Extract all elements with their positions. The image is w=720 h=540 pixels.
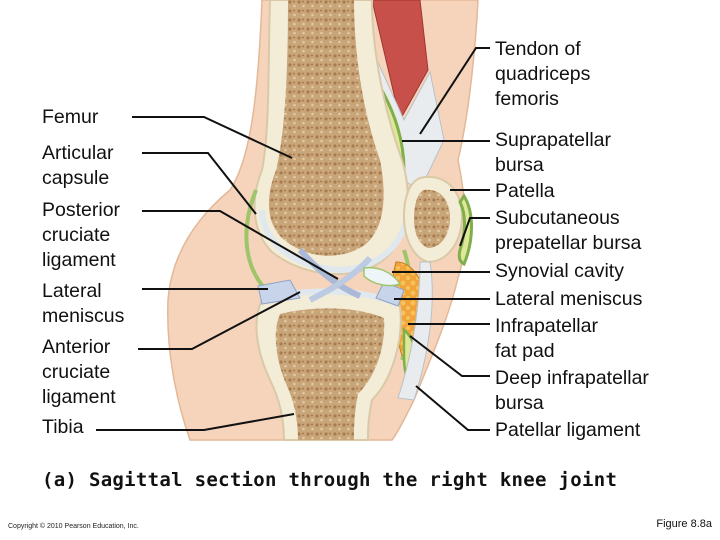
- label-line: ligament: [42, 386, 116, 408]
- label-line: Subcutaneous: [495, 207, 620, 229]
- tibia-spongy: [275, 308, 385, 440]
- anterior-cruciate-shape: [308, 255, 373, 303]
- label-line: Suprapatellar: [495, 129, 611, 151]
- label-line: Patella: [495, 180, 555, 202]
- label-line: quadriceps: [495, 63, 591, 85]
- label-line: Deep infrapatellar: [495, 367, 649, 389]
- label-line: Patellar ligament: [495, 419, 641, 441]
- label-line: bursa: [495, 392, 544, 414]
- label-deep-infrapatellar-bursa: Deep infrapatellar bursa: [495, 366, 649, 416]
- label-line: cruciate: [42, 224, 111, 246]
- posterior-cruciate-shape: [297, 247, 362, 299]
- label-line: Tibia: [42, 416, 84, 438]
- leader-anterior-cruciate: [138, 291, 301, 350]
- label-tendon-of-quadriceps-femoris: Tendon of quadriceps femoris: [495, 37, 590, 112]
- label-synovial-cavity: Synovial cavity: [495, 259, 624, 284]
- leader-tendon-quadriceps: [419, 47, 490, 135]
- leader-prepatellar-bursa: [459, 217, 490, 247]
- synovial-cavity-shape: [363, 266, 402, 287]
- label-posterior-cruciate-ligament: Posterior cruciate ligament: [42, 198, 120, 273]
- label-lateral-meniscus-left: Lateral meniscus: [42, 279, 124, 329]
- label-lateral-meniscus-right: Lateral meniscus: [495, 287, 642, 312]
- label-line: ligament: [42, 249, 116, 271]
- label-line: capsule: [42, 167, 110, 189]
- leader-posterior-cruciate: [142, 210, 339, 280]
- label-line: prepatellar bursa: [495, 232, 642, 254]
- label-articular-capsule: Articular capsule: [42, 141, 114, 191]
- label-line: Synovial cavity: [495, 260, 624, 282]
- copyright-notice: Copyright © 2010 Pearson Education, Inc.: [8, 523, 139, 530]
- label-line: Lateral meniscus: [495, 288, 643, 310]
- label-femur: Femur: [42, 105, 98, 130]
- label-patellar-ligament: Patellar ligament: [495, 418, 640, 443]
- label-anterior-cruciate-ligament: Anterior cruciate ligament: [42, 335, 116, 410]
- label-line: Posterior: [42, 199, 121, 221]
- figure-caption: (a) Sagittal section through the right k…: [42, 469, 618, 491]
- leader-patellar-ligament: [415, 385, 490, 431]
- leader-femur: [132, 116, 293, 159]
- label-line: Anterior: [42, 336, 111, 358]
- leader-lines: [96, 47, 490, 431]
- leader-articular-capsule: [142, 152, 257, 215]
- label-line: Articular: [42, 142, 114, 164]
- leader-tibia: [96, 413, 295, 431]
- femoral-cartilage: [259, 209, 411, 274]
- label-line: Femur: [42, 106, 99, 128]
- label-line: Lateral: [42, 280, 102, 302]
- label-subcutaneous-prepatellar-bursa: Subcutaneous prepatellar bursa: [495, 206, 641, 256]
- label-suprapatellar-bursa: Suprapatellar bursa: [495, 128, 611, 178]
- label-line: Infrapatellar: [495, 315, 598, 337]
- femur-spongy: [268, 0, 384, 256]
- label-line: Tendon of: [495, 38, 581, 60]
- quadriceps-muscle: [371, 0, 429, 122]
- patella-spongy: [414, 189, 450, 248]
- patellar-ligament: [397, 261, 433, 401]
- label-patella: Patella: [495, 179, 555, 204]
- label-line: bursa: [495, 154, 544, 176]
- label-infrapatellar-fat-pad: Infrapatellar fat pad: [495, 314, 598, 364]
- leader-deep-infrapatellar: [409, 335, 490, 377]
- label-line: cruciate: [42, 361, 111, 383]
- figure-number: Figure 8.8a: [656, 518, 712, 530]
- label-line: fat pad: [495, 340, 555, 362]
- label-tibia: Tibia: [42, 415, 84, 440]
- label-line: meniscus: [42, 305, 125, 327]
- label-line: femoris: [495, 88, 559, 110]
